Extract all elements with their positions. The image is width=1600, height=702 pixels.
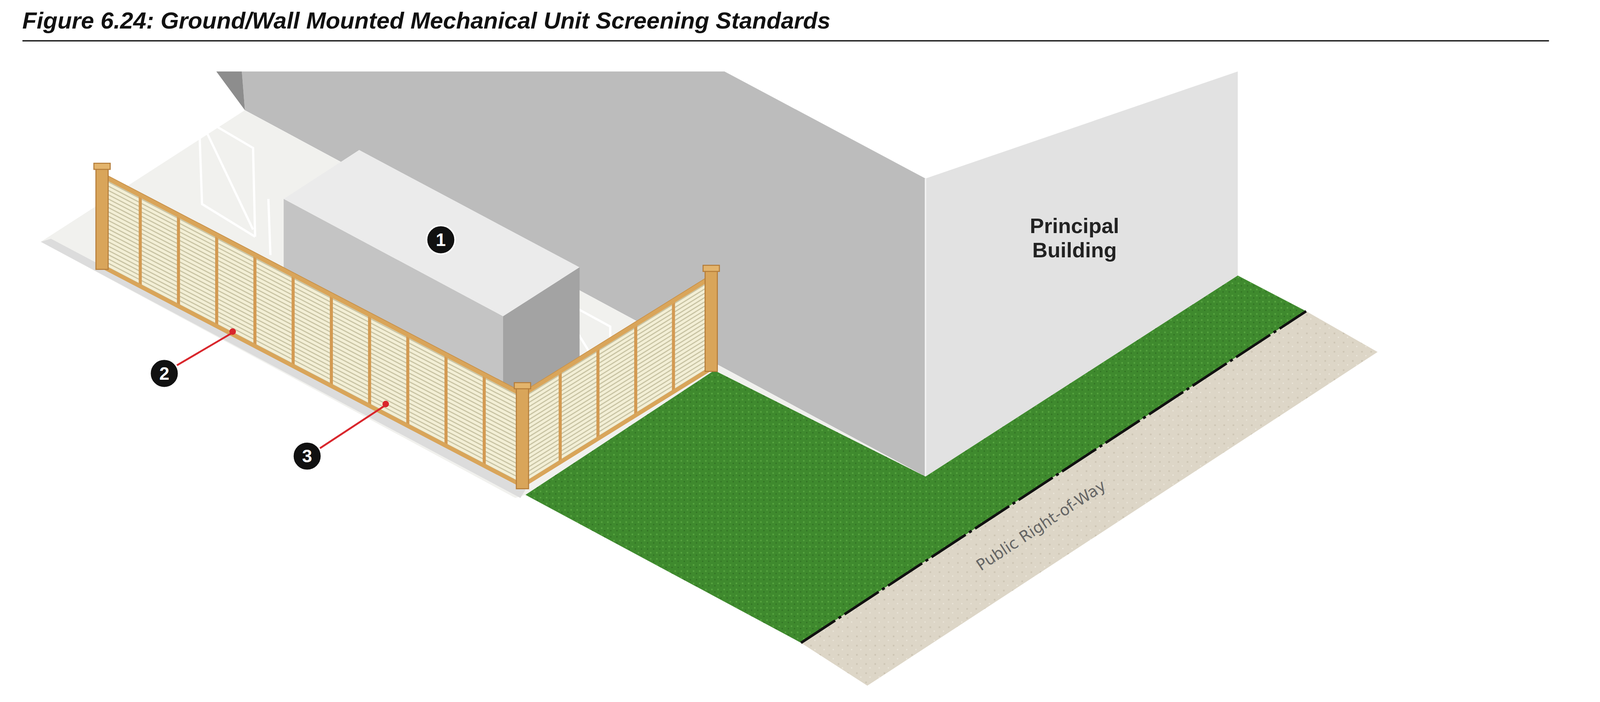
fence-batten	[329, 293, 333, 387]
louver-slat	[522, 302, 712, 420]
building-notch	[216, 71, 245, 111]
louver-slat	[522, 280, 712, 398]
louver-slat	[102, 204, 523, 424]
louver-slat	[102, 255, 523, 476]
fence-batten	[215, 233, 219, 328]
louver-slat	[522, 314, 712, 433]
fence-batten	[176, 213, 180, 308]
louver-slat	[102, 199, 523, 420]
fence-rail	[102, 175, 523, 396]
louver-slat	[522, 332, 712, 450]
fence-batten	[406, 332, 410, 427]
louver-slat	[102, 242, 523, 463]
building-name: Principal Building	[1015, 213, 1134, 263]
post-cap	[93, 163, 111, 170]
louver-slat	[522, 289, 712, 407]
louver-slat	[102, 238, 523, 459]
leader-dot	[382, 400, 390, 408]
louver-slat	[102, 234, 523, 454]
sidewalk	[801, 311, 1378, 687]
leader-dot	[229, 328, 236, 336]
fence-batten	[596, 345, 600, 440]
figure-title: Figure 6.24: Ground/Wall Mounted Mechani…	[22, 7, 831, 35]
fence-rail	[522, 277, 712, 396]
post-cap	[702, 265, 720, 272]
louver-slat	[102, 208, 523, 428]
louver-slat	[522, 340, 712, 459]
property-line	[801, 311, 1307, 644]
fence-batten	[634, 322, 638, 417]
louver-slat	[102, 247, 523, 467]
louver-slat	[102, 212, 523, 433]
fence-batten	[253, 253, 257, 348]
callout-number: 3	[302, 445, 313, 467]
louver-slat	[102, 221, 523, 441]
louver-slat	[102, 195, 523, 416]
louver-slat	[522, 349, 712, 467]
callout-marker	[149, 359, 179, 388]
louver-slat	[522, 336, 712, 454]
fence-batten	[291, 273, 295, 368]
fence-batten	[138, 193, 143, 288]
louver-slat	[522, 297, 712, 416]
post-cap	[514, 382, 531, 389]
callout-number: 1	[435, 229, 446, 251]
fence-batten	[672, 298, 676, 393]
fence-rail	[522, 368, 712, 486]
louver-slat	[102, 260, 523, 480]
leader-line	[173, 332, 233, 368]
louver-slat	[522, 310, 712, 428]
fence-batten	[558, 369, 562, 464]
callout-marker	[293, 442, 322, 471]
callout-marker	[426, 225, 455, 255]
louver-slat	[522, 306, 712, 424]
louver-slat	[522, 293, 712, 411]
fence-batten	[444, 352, 448, 447]
louver-slat	[102, 225, 523, 446]
screen-panel	[522, 275, 712, 487]
fence-post	[516, 386, 529, 489]
louver-slat	[522, 323, 712, 441]
louver-slat	[102, 230, 523, 450]
screen-fence	[93, 163, 720, 489]
louver-slat	[102, 217, 523, 437]
leader-line	[317, 405, 386, 451]
louver-slat	[522, 345, 712, 463]
callout-number: 2	[159, 363, 170, 385]
louver-slat	[522, 353, 712, 472]
building-corner	[924, 178, 927, 477]
building-label-box: Principal Building	[1012, 209, 1138, 267]
fence-rail	[102, 266, 523, 486]
fence-batten	[368, 312, 372, 407]
screen-panel	[102, 173, 523, 488]
fence-post	[95, 167, 108, 270]
sidewalk-texture	[801, 311, 1378, 687]
title-rule	[22, 40, 1549, 42]
fence-post	[704, 269, 718, 372]
fence-batten	[482, 372, 486, 467]
